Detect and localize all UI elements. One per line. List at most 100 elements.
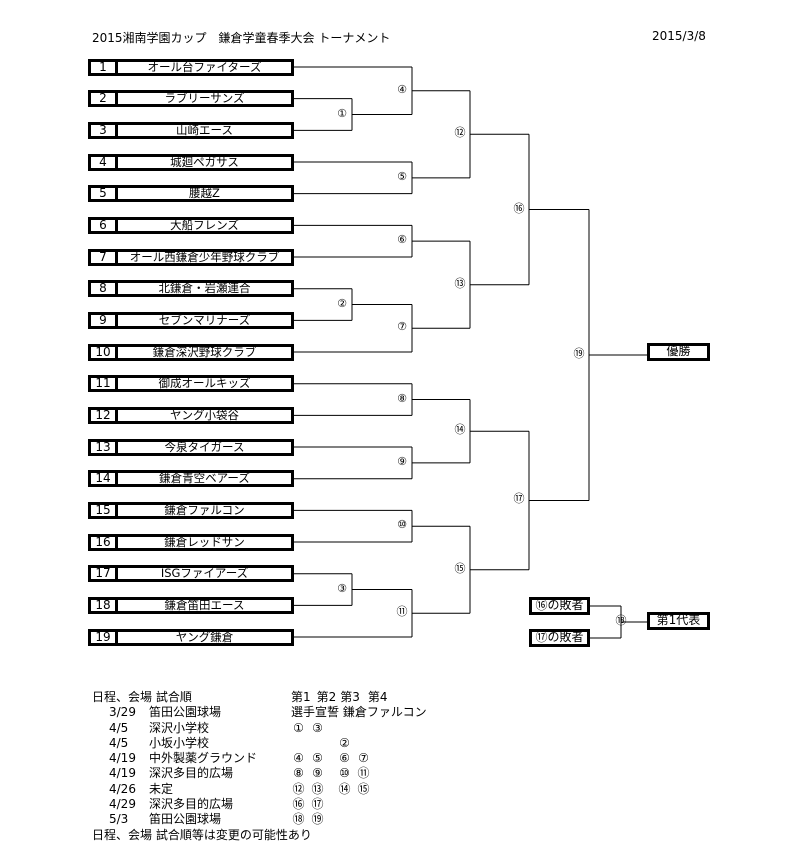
team-name: 御成オールキッズ: [158, 376, 251, 391]
team-name: 腰越Z: [189, 186, 220, 201]
team-row: 2 ラブリーサンズ: [88, 90, 294, 108]
team-number: 17: [91, 567, 118, 580]
match-number-label: ⑮: [452, 562, 468, 575]
match-number-label: ④: [394, 83, 410, 96]
schedule-date: 4/19: [109, 751, 136, 766]
schedule-game: ⑱: [292, 812, 305, 827]
schedule-date: 5/3: [109, 812, 129, 827]
team-number: 7: [91, 251, 118, 263]
team-row: 8 北鎌倉・岩瀬連合: [88, 280, 294, 298]
team-number: 5: [91, 187, 118, 200]
match-number-label: ③: [334, 582, 350, 595]
team-number: 8: [91, 282, 118, 295]
schedule-game: [356, 736, 371, 751]
team-number: 11: [91, 377, 118, 390]
team-name: 鎌倉深沢野球クラブ: [152, 344, 257, 359]
team-name: 鎌倉レッドサン: [164, 534, 245, 549]
team-name: 山崎エース: [176, 122, 233, 137]
team-name: ヤング鎌倉: [175, 629, 234, 644]
schedule-game: ⑨: [312, 766, 323, 781]
team-row: 18 鎌倉笛田エース: [88, 596, 294, 614]
schedule-game: ⑥: [339, 751, 350, 766]
team-name: 鎌倉笛田エース: [164, 597, 245, 612]
schedule-heading-label: 日程、会場 試合順: [92, 690, 192, 704]
match-number-label: ⑭: [452, 424, 468, 437]
team-row: 7 オール西鎌倉少年野球クラブ: [88, 248, 294, 266]
schedule-game: [337, 797, 352, 812]
team-name: ヤング小袋谷: [170, 407, 239, 422]
team-number: 4: [91, 156, 118, 168]
team-name: オール台ファイターズ: [147, 59, 262, 74]
team-number: 2: [91, 92, 118, 105]
match-number-label: ⑥: [394, 234, 410, 247]
team-name: 今泉タイガース: [164, 439, 245, 454]
schedule-game: [337, 721, 352, 736]
match-number-label: ⑪: [394, 606, 410, 619]
team-row: 19 ヤング鎌倉: [88, 628, 294, 646]
schedule-note: 選手宣誓 鎌倉ファルコン: [291, 705, 427, 720]
schedule-game: ⑬: [311, 781, 324, 796]
schedule-date: 3/29: [109, 705, 136, 720]
schedule-date: 4/19: [109, 766, 136, 781]
schedule-game: ⑤: [312, 751, 323, 766]
schedule-venue: 笛田公園球場: [149, 812, 222, 827]
schedule-venue: 深沢多目的広場: [149, 797, 234, 812]
match-number-label: ⑨: [394, 455, 410, 468]
col-3: 第3: [340, 690, 360, 704]
team-number: 19: [91, 631, 118, 643]
representative-box: 第1代表: [647, 612, 710, 630]
schedule-venue: 深沢多目的広場: [149, 766, 234, 781]
schedule-game: ⑩: [339, 766, 350, 781]
schedule-venue: 中外製薬グラウンド: [149, 751, 258, 766]
team-name: ISGファイアーズ: [160, 566, 249, 581]
match-number-label: ②: [334, 297, 350, 310]
team-row: 17 ISGファイアーズ: [88, 565, 294, 583]
match-number-label: ⑱: [615, 614, 627, 627]
team-name: 大船フレンズ: [170, 217, 239, 232]
team-name: 北鎌倉・岩瀬連合: [158, 281, 251, 296]
schedule-game: ⑰: [311, 797, 324, 812]
team-number: 3: [91, 124, 118, 136]
schedule-game: ⑮: [357, 781, 370, 796]
team-name: ラブリーサンズ: [164, 91, 245, 106]
schedule-game: [356, 721, 371, 736]
match-number-label: ⑰: [511, 493, 527, 506]
match-number-label: ⑲: [571, 347, 587, 360]
team-name: 城廻ペガサス: [170, 154, 239, 169]
match-number-label: ⑬: [452, 277, 468, 290]
team-row: 3 山崎エース: [88, 121, 294, 139]
match-number-label: ⑧: [394, 392, 410, 405]
team-row: 12 ヤング小袋谷: [88, 406, 294, 424]
team-number: 12: [91, 409, 118, 421]
loser-16-box: ⑯の敗者: [529, 597, 590, 615]
team-number: 13: [91, 441, 118, 453]
schedule-game: ③: [312, 720, 323, 735]
schedule-game: ①: [293, 720, 304, 735]
page-title: 2015湘南学園カップ 鎌倉学童春季大会 トーナメント: [92, 31, 391, 45]
schedule-game: ⑪: [357, 766, 370, 781]
col-4: 第4: [367, 690, 388, 704]
team-number: 14: [91, 472, 118, 485]
team-name: オール西鎌倉少年野球クラブ: [129, 249, 280, 264]
schedule-footnote: 日程、会場 試合順等は変更の可能性あり: [92, 827, 312, 842]
team-row: 5 腰越Z: [88, 185, 294, 203]
schedule-game: ⑧: [293, 766, 304, 781]
match-number-label: ⑤: [394, 170, 410, 183]
match-number-label: ⑩: [394, 519, 410, 532]
match-number-label: ⑦: [394, 321, 410, 334]
team-number: 15: [91, 504, 118, 516]
team-row: 13 今泉タイガース: [88, 438, 294, 456]
team-number: 18: [91, 599, 118, 611]
schedule-game: [356, 797, 371, 812]
